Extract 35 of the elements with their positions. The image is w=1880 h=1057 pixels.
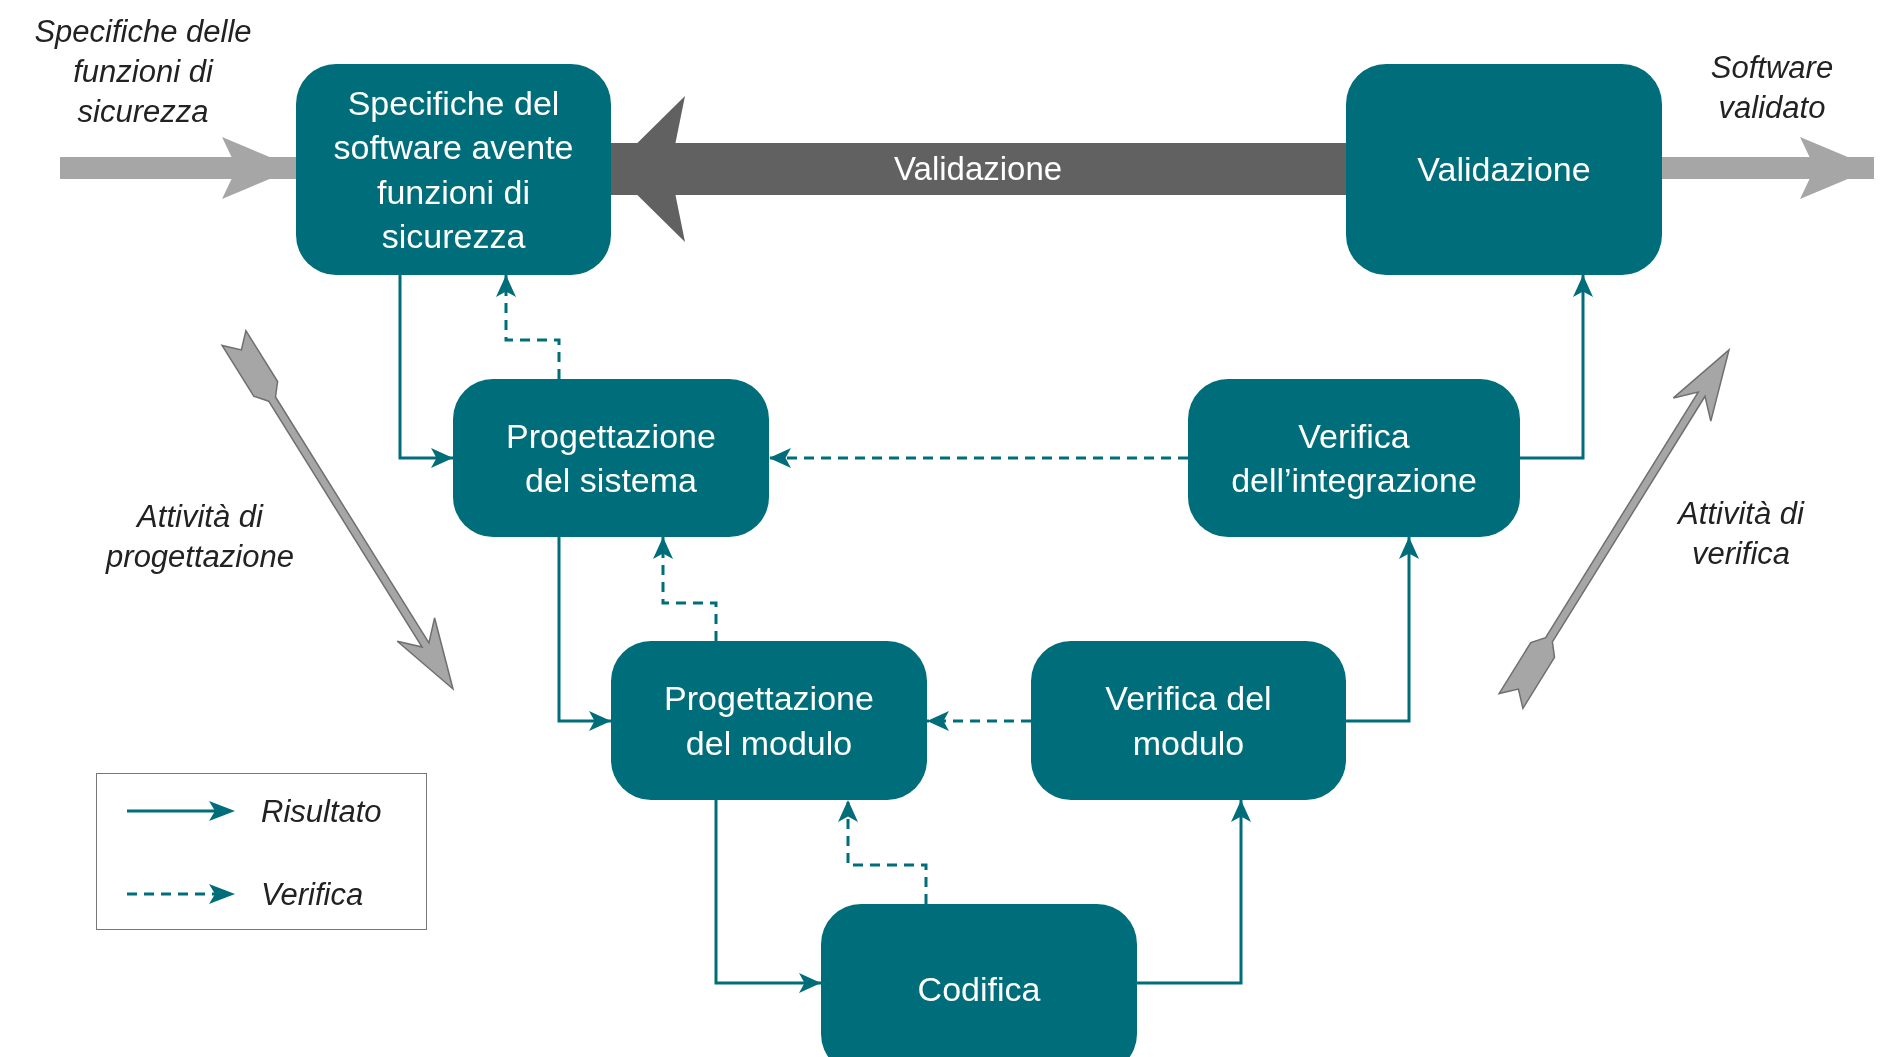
process-box	[1031, 641, 1346, 800]
process-box	[296, 64, 611, 275]
annotation-text: Attività di verifica	[1675, 494, 1806, 573]
annotation-text: Software validato	[1709, 48, 1835, 127]
box-label: Verifica del modulo	[1104, 678, 1273, 764]
annotation-text: Specifiche delle funzioni di sicurezza	[33, 12, 253, 132]
arrow	[557, 537, 611, 731]
legend-label: Verifica	[261, 878, 364, 910]
annotation-text: Attività di progettazione	[104, 497, 295, 576]
box-label: Codifica	[917, 968, 1041, 1010]
arrow	[1346, 537, 1419, 723]
block-arrow	[60, 137, 296, 199]
process-box	[611, 641, 927, 800]
box-label: Progettazione del sistema	[505, 415, 717, 501]
dashed-arrow	[927, 711, 1031, 731]
arrow	[398, 275, 453, 468]
edge-label: Validazione	[894, 151, 1063, 185]
dashed-arrow	[653, 537, 718, 641]
block-arrow	[611, 96, 1346, 242]
box-label: Specifiche del software avente funzioni di sicurezza	[332, 83, 575, 257]
dashed-arrow	[496, 275, 561, 379]
arrow	[714, 800, 821, 993]
process-box	[1188, 379, 1520, 537]
process-box	[821, 904, 1137, 1057]
dashed-arrow	[769, 448, 1188, 468]
arrow	[1520, 275, 1593, 460]
legend-label: Risultato	[261, 795, 382, 827]
process-box	[453, 379, 769, 537]
process-box	[1346, 64, 1662, 275]
box-label: Validazione	[1417, 149, 1591, 191]
arrow	[1137, 800, 1251, 985]
box-label: Verifica dell’integrazione	[1230, 415, 1478, 501]
block-arrow	[1662, 137, 1874, 199]
box-label: Progettazione del modulo	[663, 678, 875, 764]
dashed-arrow	[838, 800, 928, 904]
